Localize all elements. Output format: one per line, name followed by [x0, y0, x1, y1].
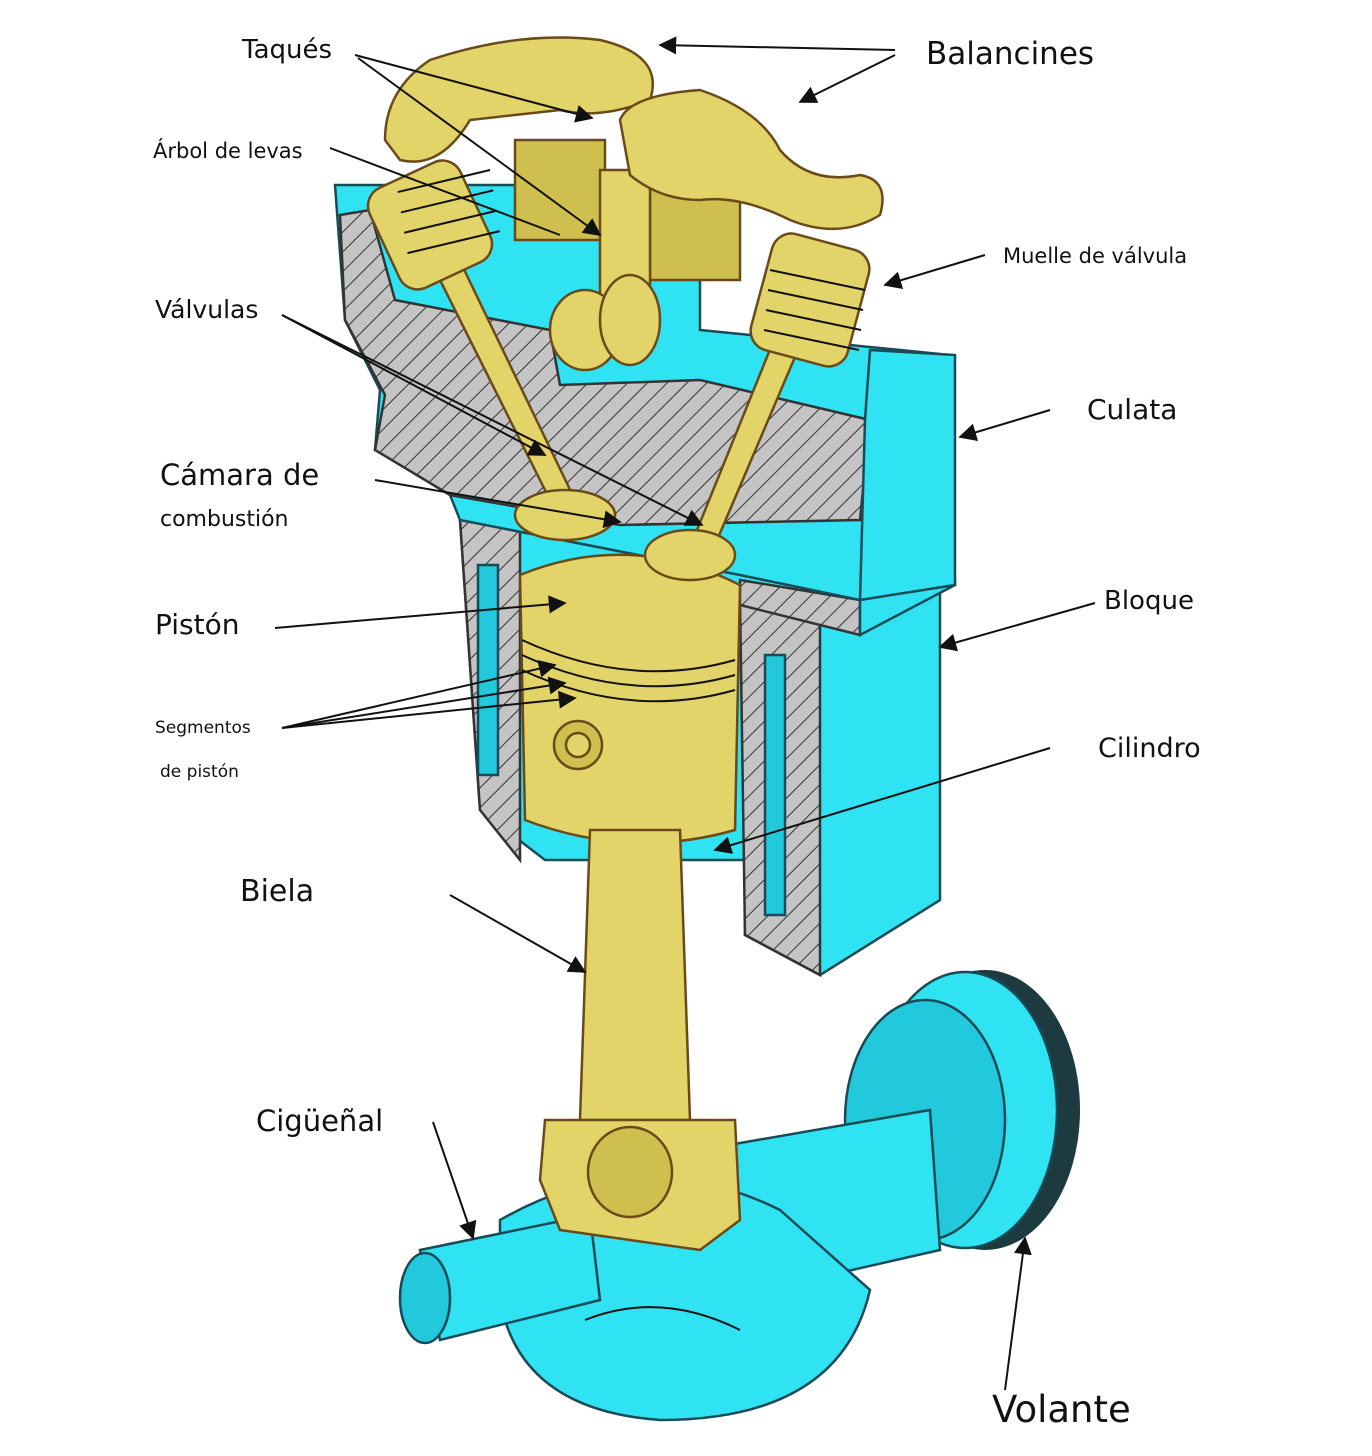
label-muelle-de-valvula: Muelle de válvula: [1003, 244, 1187, 268]
label-ciguenal: Cigüeñal: [256, 1104, 383, 1138]
label-segmentos-line1: Segmentos: [155, 718, 251, 738]
label-taques: Taqués: [241, 35, 332, 65]
label-valvulas: Válvulas: [155, 295, 258, 324]
label-camara-line1: Cámara de: [160, 458, 319, 492]
valve-springs: [366, 159, 871, 368]
piston: [518, 553, 742, 845]
leader-lines: [274, 36, 1096, 1391]
label-bloque: Bloque: [1104, 586, 1194, 616]
label-volante: Volante: [992, 1388, 1131, 1431]
label-arbol-de-levas: Árbol de levas: [153, 138, 303, 163]
label-culata: Culata: [1087, 393, 1177, 426]
label-cilindro: Cilindro: [1098, 733, 1201, 764]
label-segmentos-line2: de pistón: [160, 762, 239, 782]
label-biela: Biela: [240, 874, 314, 909]
label-balancines: Balancines: [926, 36, 1094, 72]
label-piston: Pistón: [155, 608, 240, 641]
connecting-rod: [538, 828, 742, 1252]
labels: Taqués Balancines Árbol de levas Muelle …: [153, 35, 1201, 1431]
crankshaft: [398, 1108, 942, 1422]
label-camara-line2: combustión: [160, 507, 289, 532]
flywheel: [843, 970, 1080, 1250]
